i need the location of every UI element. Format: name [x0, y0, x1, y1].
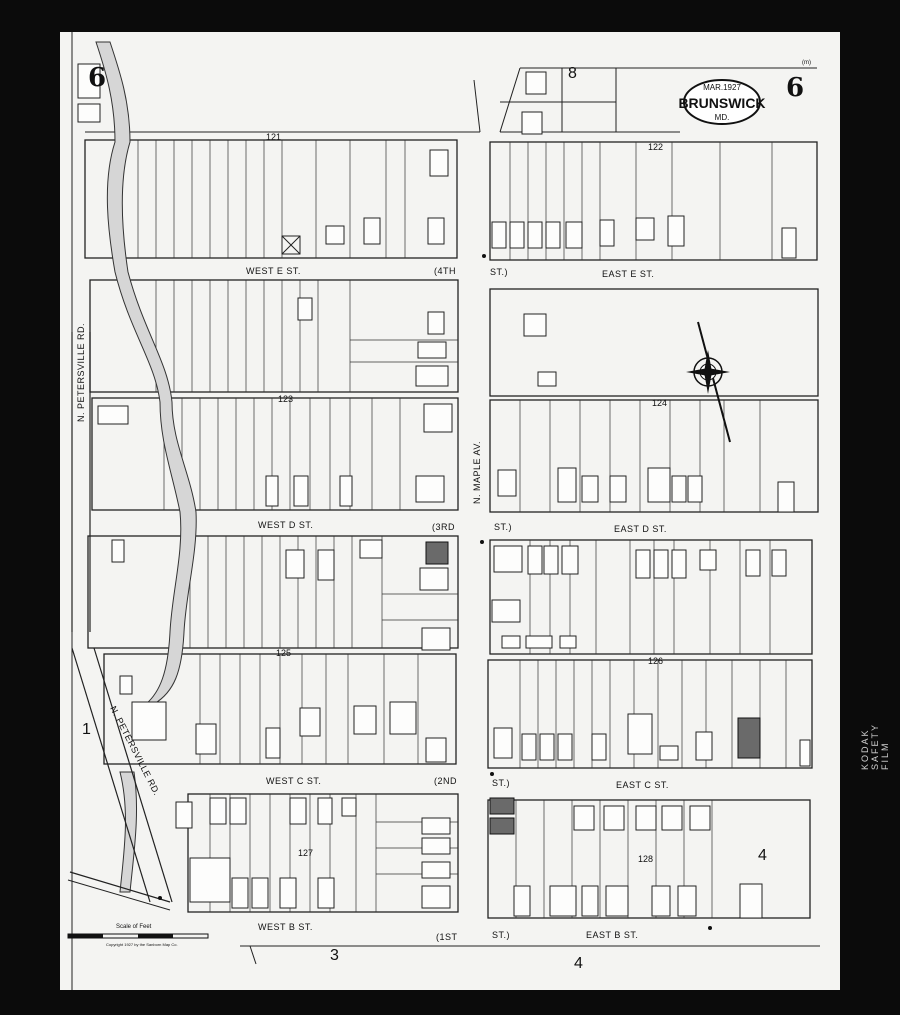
block-128-outline	[487, 799, 811, 919]
block-east-e-d-upper-outline	[489, 288, 819, 397]
block-121-outline	[84, 139, 458, 259]
street-d-3rd-paren: (3RD	[432, 522, 455, 532]
buildings	[77, 63, 811, 919]
block-122-outline	[489, 141, 818, 261]
hydrant-markers	[158, 254, 712, 930]
adjacent-sheet-bottom-left: 3	[330, 947, 339, 964]
block-number-128: 128	[638, 854, 653, 864]
petersville-road	[69, 332, 173, 903]
small-mark: (m)	[802, 60, 811, 66]
street-n-petersville-upper: N. PETERSVILLE RD.	[76, 323, 86, 422]
adjacent-sheet-top: 8	[568, 65, 577, 82]
street-east-b: EAST B ST.	[586, 930, 638, 940]
sheet-date: MAR.1927	[703, 83, 741, 92]
street-b-1st-paren: (1ST	[436, 932, 458, 942]
block-123-outline	[91, 397, 459, 511]
block-number-126: 126	[648, 656, 663, 666]
street-west-d: WEST D ST.	[258, 520, 313, 530]
block-124-outline	[489, 399, 819, 513]
street-c-st-paren: ST.)	[492, 778, 510, 788]
street-c-2nd-paren: (2ND	[434, 776, 457, 786]
street-e-st-paren: ST.)	[490, 267, 508, 277]
block-number-125: 125	[276, 648, 291, 658]
street-east-d: EAST D ST.	[614, 524, 667, 534]
film-edge-text: KODAK SAFETY FILM	[860, 723, 890, 770]
scale-bar: Scale of Feet Copyright 1927 by the Sanb…	[67, 924, 209, 947]
title-cartouche: MAR.1927 BRUNSWICK MD.	[678, 79, 766, 125]
adjacent-sheet-lines	[67, 879, 820, 965]
street-west-e: WEST E ST.	[246, 266, 301, 276]
sheet-number: 6	[88, 63, 106, 93]
street-east-e: EAST E ST.	[602, 269, 654, 279]
street-west-b: WEST B ST.	[258, 922, 313, 932]
map-sheet: N	[60, 32, 840, 990]
brick-buildings	[425, 541, 761, 835]
street-west-c: WEST C ST.	[266, 776, 321, 786]
street-east-c: EAST C ST.	[616, 780, 669, 790]
street-n-maple-av: N. MAPLE AV.	[472, 441, 482, 504]
block-number-121: 121	[266, 132, 281, 142]
block-number-127: 127	[298, 848, 313, 858]
block-east-d-c-outline	[489, 539, 813, 655]
block-126-outline	[487, 659, 813, 769]
copyright-note: Copyright 1927 by the Sanborn Map Co.	[106, 942, 178, 947]
map-canvas: N	[67, 32, 820, 990]
adjacent-sheet-right: 4	[758, 847, 767, 864]
north-arrow: N	[686, 321, 731, 443]
street-b-st-paren: ST.)	[492, 930, 510, 940]
block-127-outline	[187, 793, 459, 913]
scale-label: Scale of Feet	[116, 924, 152, 930]
creek	[95, 41, 197, 705]
block-west-d-c-outline	[87, 535, 459, 649]
sheet-number-right: 6	[786, 73, 804, 103]
state-abbr: MD.	[715, 113, 730, 122]
north-arrow-letter: N	[704, 369, 710, 378]
street-d-st-paren: ST.)	[494, 522, 512, 532]
block-outlines	[84, 139, 819, 919]
city-name: BRUNSWICK	[678, 95, 765, 111]
block-number-123: 123	[278, 394, 293, 404]
hatched-structure	[281, 235, 301, 255]
adjacent-sheet-left: 1	[82, 721, 91, 738]
block-number-122: 122	[648, 142, 663, 152]
adjacent-sheet-bottom-right: 4	[574, 955, 583, 972]
block-number-124: 124	[652, 398, 667, 408]
street-e-4th-paren: (4TH	[434, 266, 456, 276]
